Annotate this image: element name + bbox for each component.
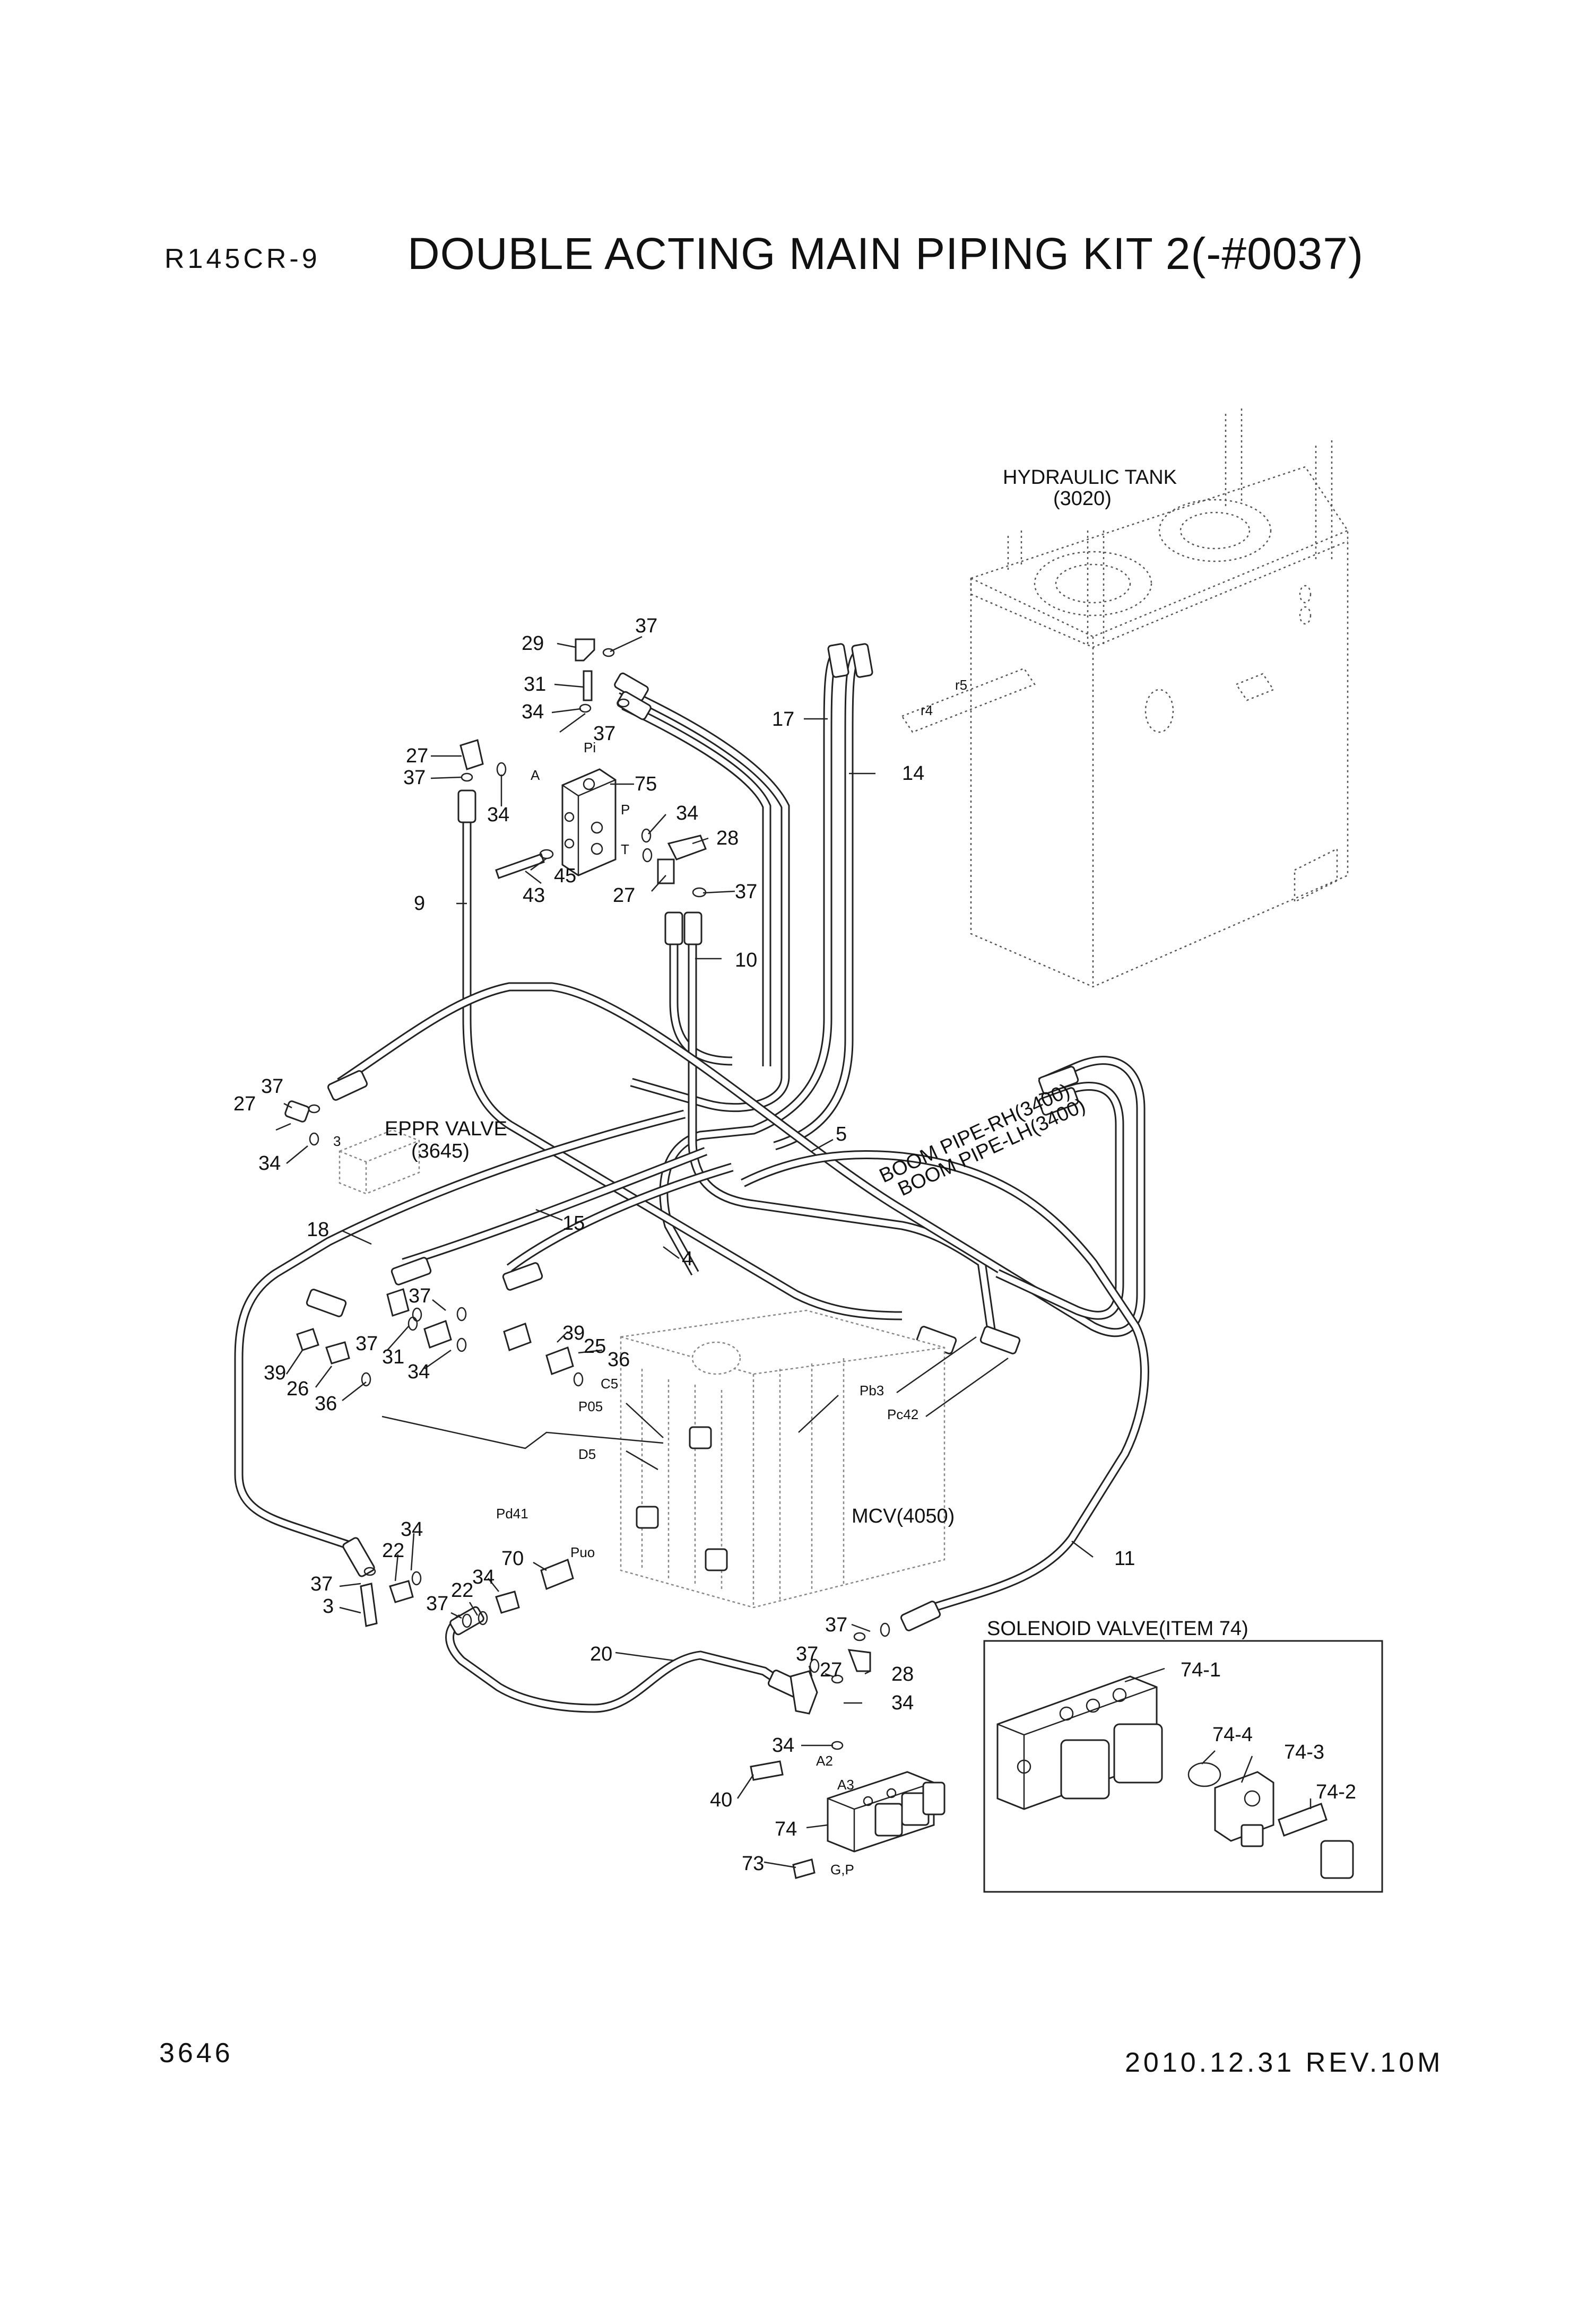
callout-37: 37 (825, 1614, 847, 1636)
callout-5: 5 (836, 1123, 847, 1145)
port-d5: D5 (578, 1446, 596, 1462)
callout-34: 34 (676, 802, 698, 824)
callout-36: 36 (608, 1349, 630, 1371)
callout-34: 34 (772, 1734, 794, 1757)
port-pd41: Pd41 (496, 1506, 528, 1522)
callout-34: 34 (401, 1518, 423, 1541)
callout-37: 37 (261, 1075, 283, 1098)
port-pb3: Pb3 (860, 1383, 884, 1398)
callout-36: 36 (315, 1393, 337, 1415)
port-p05: P05 (578, 1398, 603, 1414)
solenoid-detail-box: SOLENOID VALVE(ITEM 74) (983, 1618, 1383, 1893)
port-a2: A2 (816, 1753, 833, 1769)
callout-3: 3 (323, 1595, 334, 1618)
callout-22: 22 (382, 1540, 404, 1562)
callouts: 29 37 31 34 37 27 37 34 75 34 28 45 43 2… (233, 615, 1356, 1875)
port-gp: G,P (830, 1862, 854, 1878)
callout-20: 20 (590, 1643, 612, 1665)
callout-34: 34 (487, 804, 509, 826)
callout-31: 31 (524, 673, 546, 696)
eppr-name-label: EPPR VALVE (385, 1118, 507, 1140)
callout-26: 26 (287, 1378, 309, 1400)
callout-29: 29 (522, 632, 544, 655)
port-c5: C5 (601, 1376, 618, 1392)
tank-ref-label: (3020) (1053, 488, 1112, 510)
callout-37: 37 (593, 723, 615, 745)
port-eppr-3: 3 (333, 1133, 341, 1149)
callout-34: 34 (407, 1361, 430, 1383)
valve-block-75: Pi A P T (459, 638, 707, 898)
tank-name-label: HYDRAULIC TANK (1003, 466, 1177, 489)
callout-28: 28 (891, 1663, 914, 1685)
callout-74-2: 74-2 (1316, 1781, 1356, 1803)
callout-37: 37 (635, 615, 657, 637)
hose-lines (234, 648, 1149, 1713)
port-pc42: Pc42 (887, 1406, 918, 1422)
callout-15: 15 (562, 1212, 585, 1235)
callout-28: 28 (716, 827, 739, 849)
callout-39: 39 (264, 1362, 286, 1384)
port-r4: r4 (921, 702, 933, 718)
callout-75: 75 (635, 773, 657, 795)
callout-37: 37 (403, 767, 426, 789)
callout-31: 31 (382, 1346, 404, 1368)
callout-73: 73 (742, 1853, 764, 1875)
callout-37: 37 (426, 1593, 448, 1615)
drawing-title: DOUBLE ACTING MAIN PIPING KIT 2(-#0037) (407, 229, 1364, 279)
callout-17: 17 (772, 708, 794, 731)
callout-34: 34 (891, 1692, 914, 1714)
callout-14: 14 (902, 762, 924, 785)
port-puo: Puo (570, 1544, 595, 1560)
callout-74-3: 74-3 (1284, 1741, 1324, 1763)
port-t: T (621, 841, 629, 857)
callout-9: 9 (414, 892, 425, 915)
solenoid-valve-74: A2 A3 G,P (750, 1622, 946, 1879)
callout-34: 34 (258, 1152, 281, 1175)
callout-37: 37 (735, 881, 757, 903)
port-pi: Pi (584, 740, 596, 755)
callout-27: 27 (613, 884, 635, 907)
leader-lines (275, 636, 1312, 1869)
hydraulic-tank: HYDRAULIC TANK (3020) r5 r4 (901, 409, 1349, 988)
port-a: A (531, 767, 540, 783)
callout-25: 25 (584, 1335, 606, 1358)
callout-74-4: 74-4 (1212, 1724, 1253, 1746)
callout-10: 10 (735, 949, 757, 971)
callout-27: 27 (233, 1093, 256, 1115)
port-p: P (621, 802, 630, 818)
mcv-valve: MCV(4050) Pb3 Pc42 P05 C5 D5 Pd41 Puo (381, 1309, 1009, 1609)
callout-43: 43 (523, 884, 545, 907)
callout-37: 37 (355, 1333, 378, 1355)
callout-70: 70 (501, 1548, 524, 1570)
callout-27: 27 (820, 1659, 842, 1681)
port-r5: r5 (955, 677, 967, 693)
revision-stamp: 2010.12.31 REV.10M (1125, 2047, 1444, 2078)
callout-37: 37 (409, 1285, 431, 1307)
callout-27: 27 (406, 745, 428, 767)
callout-40: 40 (710, 1789, 732, 1811)
solenoid-box-title: SOLENOID VALVE(ITEM 74) (987, 1618, 1248, 1640)
mid-fittings (296, 1288, 584, 1628)
callout-11: 11 (1114, 1548, 1135, 1570)
callout-34: 34 (472, 1566, 495, 1588)
callout-74-1: 74-1 (1181, 1659, 1221, 1681)
callout-37: 37 (310, 1573, 333, 1595)
port-a3: A3 (837, 1777, 854, 1793)
eppr-ref-label: (3645) (411, 1140, 470, 1162)
mcv-label: MCV(4050) (852, 1505, 955, 1527)
callout-74: 74 (775, 1818, 797, 1840)
page-number: 3646 (159, 2038, 233, 2069)
callout-39: 39 (562, 1322, 585, 1344)
model-code: R145CR-9 (164, 244, 320, 274)
callout-37: 37 (796, 1643, 818, 1665)
eppr-valve: EPPR VALVE (3645) 3 (284, 1100, 507, 1195)
callout-22: 22 (451, 1579, 473, 1602)
callout-4: 4 (682, 1248, 693, 1270)
callout-45: 45 (554, 865, 576, 887)
callout-18: 18 (307, 1219, 329, 1241)
callout-34: 34 (522, 701, 544, 723)
